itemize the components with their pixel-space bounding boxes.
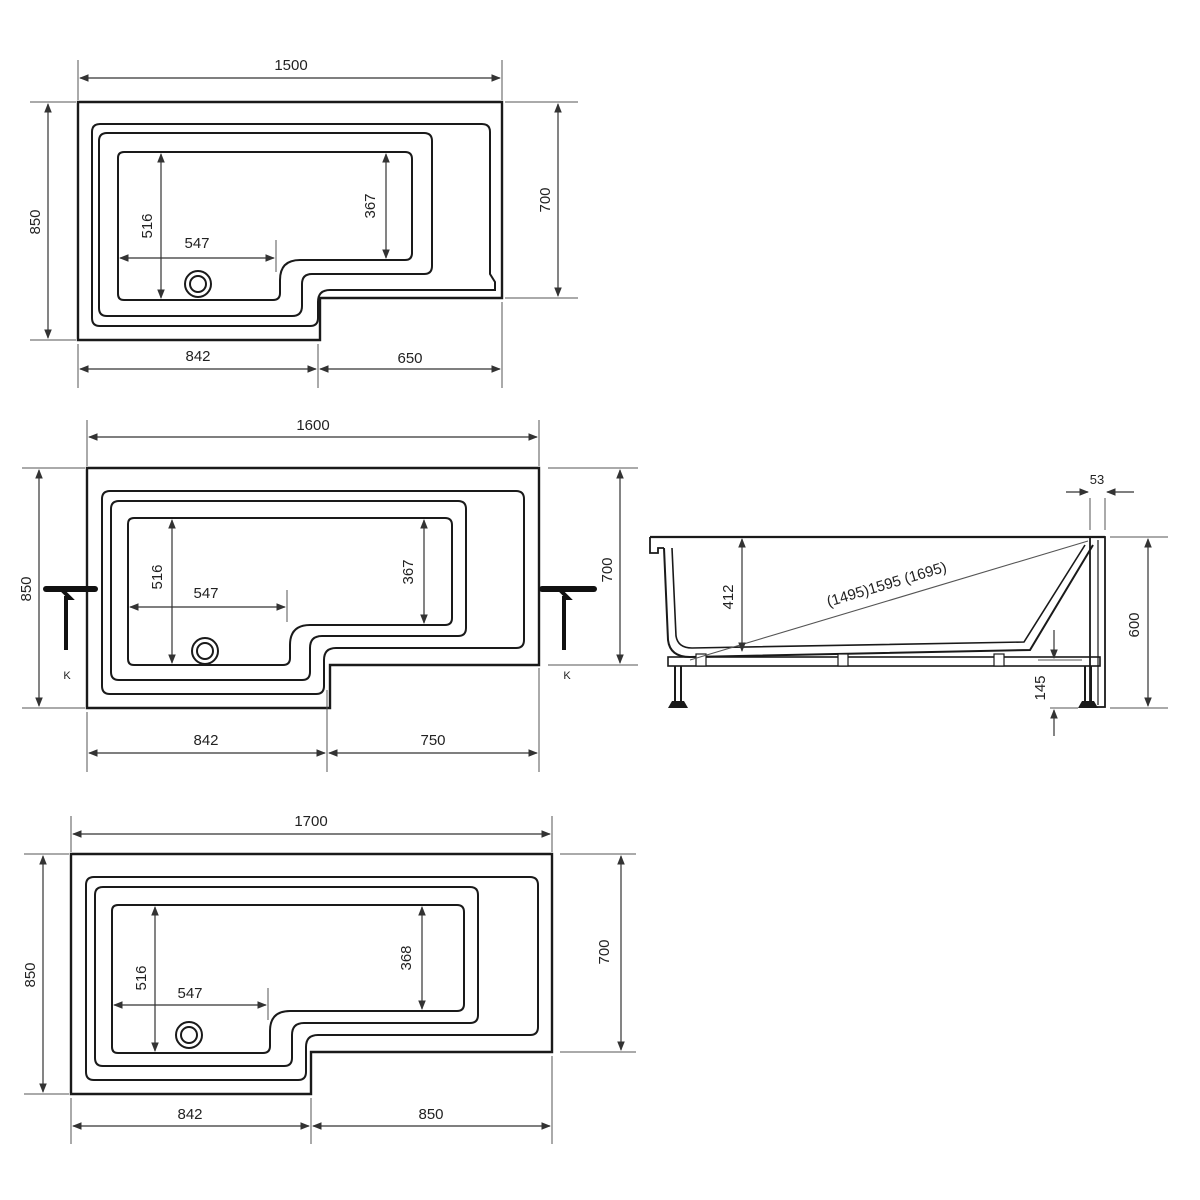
- bath-1600-outline: [85, 466, 541, 710]
- bath-1600-wide-section-label: 842: [193, 732, 218, 749]
- bath-1500-narrow-section-label: 650: [397, 350, 422, 367]
- bath-1600-right-bracket-icon: [539, 586, 597, 650]
- bath-1600-width-label: 850: [18, 576, 35, 601]
- bath-1700-length-label: 1700: [294, 813, 327, 830]
- bath-1600-inner-width-label: 516: [149, 564, 166, 589]
- bath-1500-wide-section-label: 842: [185, 348, 210, 365]
- bath-1600-rim-inner: [101, 490, 525, 695]
- bath-1700-inner-width-label: 516: [133, 965, 150, 990]
- bath-1700-inner-depth-label: 368: [398, 945, 415, 970]
- left-leg-icon: [668, 666, 688, 708]
- bath-1700-wide-section-label: 842: [177, 1106, 202, 1123]
- end-panel: [1089, 536, 1106, 708]
- bath-1600-basin: [127, 517, 453, 666]
- bath-1700-narrow-section-label: 850: [418, 1106, 443, 1123]
- leg-height-label: 145: [1032, 675, 1049, 700]
- bath-1600-left-bracket-label: K: [63, 670, 71, 682]
- bath-1500-plan-view: 1500 850 700 516 367 547 842 650: [27, 57, 578, 388]
- bath-1500-rim-mid: [98, 132, 433, 317]
- bath-1700-rim-mid: [94, 886, 479, 1067]
- bath-1700-narrow-width-label: 700: [596, 939, 613, 964]
- bath-1700-plan-view: 1700 850 700 516 368 547 842 850: [22, 813, 636, 1144]
- bath-1700-waste-offset-label: 547: [177, 985, 202, 1002]
- bath-1500-inner-width-label: 516: [139, 213, 156, 238]
- bath-1500-width-label: 850: [27, 209, 44, 234]
- bath-1600-narrow-width-label: 700: [599, 557, 616, 582]
- bath-1700-outline: [69, 852, 554, 1096]
- bath-1500-outline: [76, 100, 504, 342]
- support-frame: [667, 656, 1101, 667]
- bath-1700-rim-inner: [85, 876, 539, 1081]
- bath-1600-right-bracket-label: K: [563, 670, 571, 682]
- bath-1500-waste-icon: [184, 270, 212, 298]
- bath-1600-waste-icon: [191, 637, 219, 665]
- slope-length-line: [689, 540, 1089, 661]
- right-leg-icon: [1078, 666, 1098, 708]
- bath-1700-basin: [111, 904, 465, 1054]
- bath-1500-narrow-width-label: 700: [537, 187, 554, 212]
- bath-1500-rim-inner: [91, 123, 496, 327]
- bath-1500-length-label: 1500: [274, 57, 307, 74]
- bath-1600-plan-view: K K 1600 850 700 516 367 547 842 750: [18, 417, 638, 772]
- bath-1600-inner-depth-label: 367: [400, 559, 417, 584]
- total-height-label: 600: [1126, 612, 1143, 637]
- rim-label: 53: [1090, 472, 1104, 487]
- bath-1500-basin: [117, 151, 413, 301]
- bath-1600-length-label: 1600: [296, 417, 329, 434]
- bath-1700-width-label: 850: [22, 962, 39, 987]
- bath-1500-inner-depth-label: 367: [362, 193, 379, 218]
- bath-1600-rim-mid: [110, 500, 467, 681]
- bath-1500-waste-offset-label: 547: [184, 235, 209, 252]
- bath-1600-waste-offset-label: 547: [193, 585, 218, 602]
- bath-1700-waste-icon: [175, 1021, 203, 1049]
- depth-label: 412: [720, 584, 737, 609]
- bath-1600-left-bracket-icon: [43, 586, 98, 650]
- bath-side-section-view: (1495)1595 (1695) 412 600 145 53: [649, 472, 1168, 736]
- bath-1600-narrow-section-label: 750: [420, 732, 445, 749]
- slope-length-label: (1495)1595 (1695): [825, 559, 949, 611]
- tub-shell-inner: [671, 544, 1086, 649]
